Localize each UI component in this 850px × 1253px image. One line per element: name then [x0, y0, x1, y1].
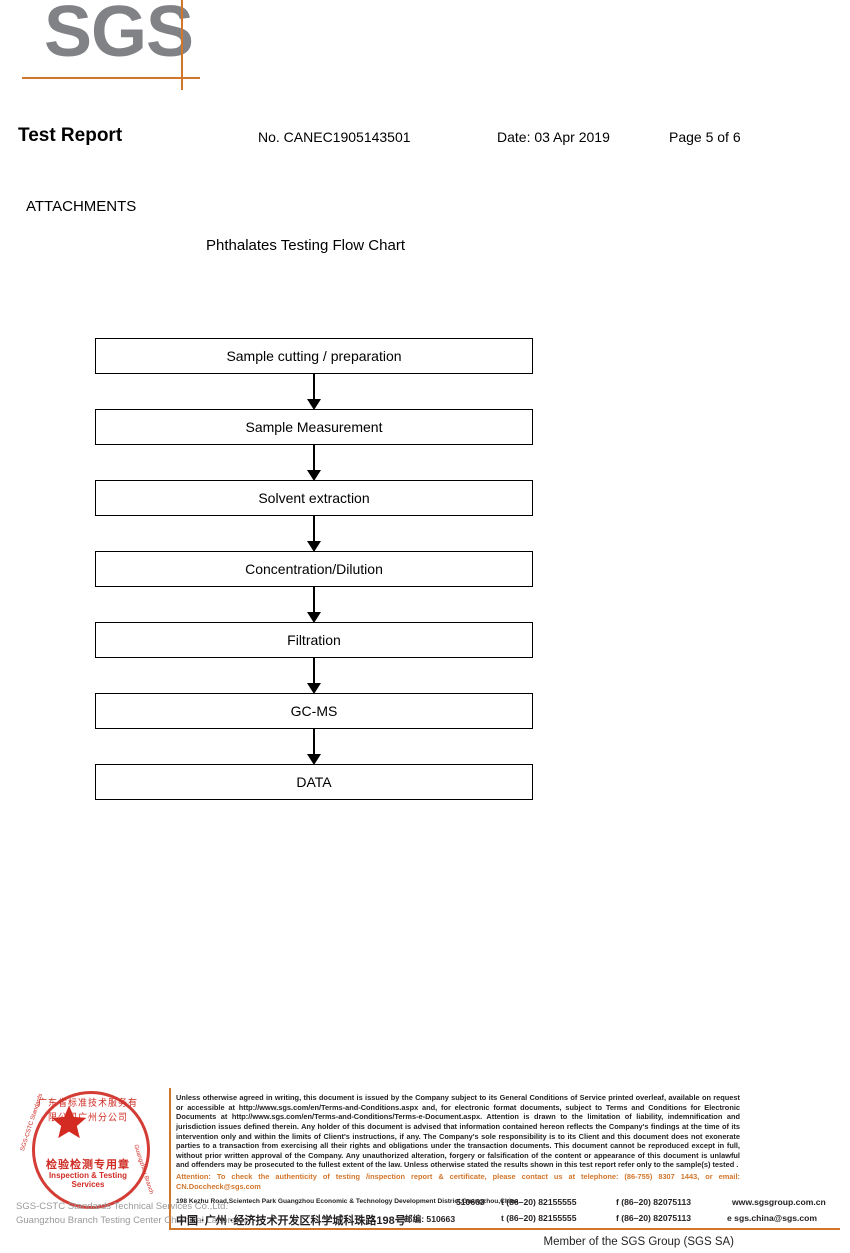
flow-step: Solvent extraction — [95, 480, 533, 516]
report-date: Date: 03 Apr 2019 — [497, 129, 610, 145]
flow-chart-title: Phthalates Testing Flow Chart — [206, 237, 405, 254]
logo-horizontal-rule — [22, 77, 200, 79]
page-title: Test Report — [18, 125, 123, 146]
attention-notice: Attention: To check the authenticity of … — [176, 1172, 740, 1191]
member-of-group-line: Member of the SGS Group (SGS SA) — [543, 1236, 734, 1248]
flow-box-label: DATA — [95, 764, 533, 800]
zip-chinese: 邮编: 510663 — [404, 1214, 456, 1224]
flow-arrow-icon — [95, 729, 533, 765]
seal-arc-chinese-text: 广东省标准技术服务有限公司广州分公司 — [37, 1097, 138, 1123]
attachments-heading: ATTACHMENTS — [26, 198, 137, 215]
report-header: Test Report No. CANEC1905143501 Date: 03… — [0, 125, 850, 155]
flow-box-label: Solvent extraction — [95, 480, 533, 516]
address-english: 198 Kezhu Road,Scientech Park Guangzhou … — [176, 1198, 519, 1205]
fax-chinese: f (86–20) 82075113 — [616, 1213, 692, 1223]
logo-vertical-rule — [181, 0, 183, 90]
website-link[interactable]: www.sgsgroup.com.cn — [732, 1197, 826, 1207]
seal-chinese-label: 检验检测专用章 — [46, 1159, 130, 1171]
phthalates-testing-flow-chart: Sample cutting / preparation Sample Meas… — [95, 338, 533, 800]
disclaimer-text: Unless otherwise agreed in writing, this… — [176, 1093, 740, 1170]
flow-arrow-icon — [95, 587, 533, 623]
footer-address-block: 198 Kezhu Road,Scientech Park Guangzhou … — [176, 1197, 840, 1227]
seal-circle-icon — [32, 1091, 150, 1209]
sgs-logo-text: SGS — [44, 0, 194, 72]
footer-disclaimer: Unless otherwise agreed in writing, this… — [176, 1093, 740, 1191]
flow-arrow-icon — [95, 374, 533, 410]
flow-step: GC-MS — [95, 693, 533, 729]
page-indicator: Page 5 of 6 — [669, 129, 741, 145]
address-chinese: 中国 ·广州 ·经济技术开发区科学城科珠路198号 — [176, 1215, 406, 1227]
footer-vertical-rule — [169, 1088, 171, 1230]
flow-step: Filtration — [95, 622, 533, 658]
footer-horizontal-rule — [169, 1228, 840, 1230]
inspection-seal-stamp: 广东省标准技术服务有限公司广州分公司 检验检测专用章 Inspection & … — [14, 1088, 254, 1228]
laboratory-name-line-2: Guangzhou Branch Testing Center Chemical… — [16, 1215, 254, 1226]
flow-box-label: Sample cutting / preparation — [95, 338, 533, 374]
email-link[interactable]: e sgs.china@sgs.com — [727, 1213, 818, 1223]
telephone-chinese: t (86–20) 82155555 — [501, 1213, 577, 1223]
flow-arrow-icon — [95, 658, 533, 694]
flow-box-label: Sample Measurement — [95, 409, 533, 445]
telephone-english: t (86–20) 82155555 — [501, 1197, 577, 1207]
seal-english-label: Inspection & Testing Services — [48, 1171, 128, 1189]
report-number: No. CANEC1905143501 — [258, 129, 411, 145]
fax-english: f (86–20) 82075113 — [616, 1197, 692, 1207]
flow-arrow-icon — [95, 516, 533, 552]
flow-step: Concentration/Dilution — [95, 551, 533, 587]
flow-step: Sample Measurement — [95, 409, 533, 445]
flow-step: DATA — [95, 764, 533, 800]
flow-step: Sample cutting / preparation — [95, 338, 533, 374]
flow-arrow-icon — [95, 445, 533, 481]
zip-english: 510663 — [456, 1197, 485, 1207]
sgs-logo: SGS — [0, 0, 260, 100]
flow-box-label: GC-MS — [95, 693, 533, 729]
laboratory-name-line-1: SGS-CSTC Standards Technical Services Co… — [16, 1201, 229, 1212]
flow-box-label: Concentration/Dilution — [95, 551, 533, 587]
flow-box-label: Filtration — [95, 622, 533, 658]
